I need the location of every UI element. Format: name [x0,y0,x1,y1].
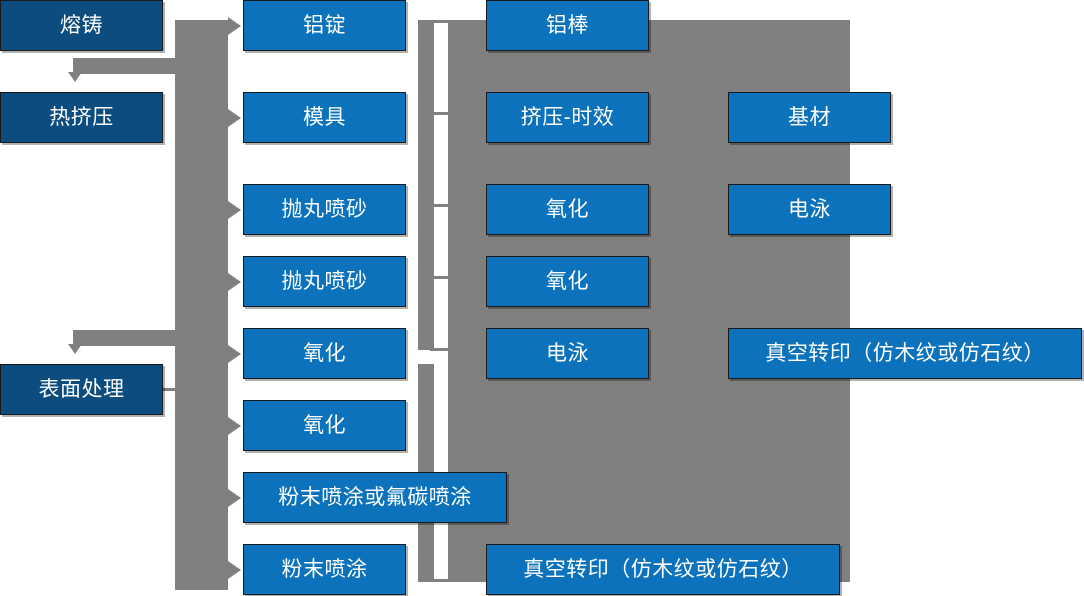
output-box-c4-0[interactable]: 基材 [728,92,891,143]
connector-tick-1 [430,112,452,115]
process-label-c3-4: 电泳 [546,341,589,365]
process-label-c2-4: 氧化 [303,341,346,365]
process-box-c2-3[interactable]: 抛丸喷砂 [243,256,406,307]
arrow-field-to-c4-2 [703,348,713,360]
stage-label-hot-extrusion: 热挤压 [49,105,114,129]
process-box-c3-3[interactable]: 氧化 [486,256,649,307]
process-box-c2-5[interactable]: 氧化 [243,400,406,451]
process-box-c2-6[interactable]: 粉末喷涂或氟碳喷涂 [243,472,507,523]
output-box-c4-2[interactable]: 真空转印（仿木纹或仿石纹） [728,328,1082,379]
arrow-spine-to-c2-4 [228,345,241,363]
process-box-c2-0[interactable]: 铝锭 [243,0,406,51]
arrow-field-to-c4-1 [703,204,713,216]
process-label-c3-1: 挤压-时效 [520,105,615,129]
process-box-c2-4[interactable]: 氧化 [243,328,406,379]
process-label-c2-0: 铝锭 [303,13,346,37]
connector-tick-3 [430,276,452,279]
output-box-c4-1[interactable]: 电泳 [728,184,891,235]
process-box-c2-2[interactable]: 抛丸喷砂 [243,184,406,235]
arrow-spine-to-c2-1 [228,109,241,127]
stage-box-hot-extrusion[interactable]: 热挤压 [0,92,163,143]
arrow-down-to-surface-treatment [68,344,82,354]
stage-label-surface-treatment: 表面处理 [38,377,125,401]
process-box-c3-1[interactable]: 挤压-时效 [486,92,649,143]
output-label-c4-0: 基材 [788,105,831,129]
process-box-c2-1[interactable]: 模具 [243,92,406,143]
connector-spine-middle-upper [418,20,434,350]
arrow-spine-to-c2-7 [228,561,241,579]
output-label-c4-1: 电泳 [788,197,831,221]
process-box-c3-0[interactable]: 铝棒 [486,0,649,51]
process-label-c3-2: 氧化 [546,197,589,221]
process-label-c2-2: 抛丸喷砂 [281,197,368,221]
arrow-down-to-hot-extrusion [68,72,82,82]
arrow-spine-to-c2-3 [228,273,241,291]
process-box-c3-5[interactable]: 真空转印（仿木纹或仿石纹） [486,544,840,595]
stage-box-melting[interactable]: 熔铸 [0,0,163,51]
stage-box-surface-treatment[interactable]: 表面处理 [0,364,163,415]
process-label-c2-7: 粉末喷涂 [281,557,368,581]
connector-stub-surface [163,388,177,391]
connector-branch-hot-extrusion [73,58,177,74]
arrow-spine-to-c2-5 [228,417,241,435]
stage-label-melting: 熔铸 [60,13,103,37]
process-label-c2-6: 粉末喷涂或氟碳喷涂 [278,485,472,509]
process-label-c3-3: 氧化 [546,269,589,293]
process-label-c3-0: 铝棒 [546,13,589,37]
connector-tick-0 [430,20,452,23]
process-box-c3-4[interactable]: 电泳 [486,328,649,379]
connector-tick-5 [430,579,452,582]
arrow-spine-to-c2-0 [228,17,241,35]
arrow-spine-to-c2-2 [228,201,241,219]
arrow-spine-to-c2-6 [228,489,241,507]
process-label-c2-1: 模具 [303,105,346,129]
connector-branch-surface-treatment [73,330,177,346]
connector-tick-2 [430,204,452,207]
process-label-c3-5: 真空转印（仿木纹或仿石纹） [523,557,803,581]
process-label-c2-3: 抛丸喷砂 [281,269,368,293]
process-box-c3-2[interactable]: 氧化 [486,184,649,235]
connector-spine-left [175,20,228,590]
output-label-c4-2: 真空转印（仿木纹或仿石纹） [765,341,1045,365]
connector-tick-4 [430,348,452,351]
process-label-c2-5: 氧化 [303,413,346,437]
arrow-field-to-c4-0 [703,112,713,124]
process-box-c2-7[interactable]: 粉末喷涂 [243,544,406,595]
